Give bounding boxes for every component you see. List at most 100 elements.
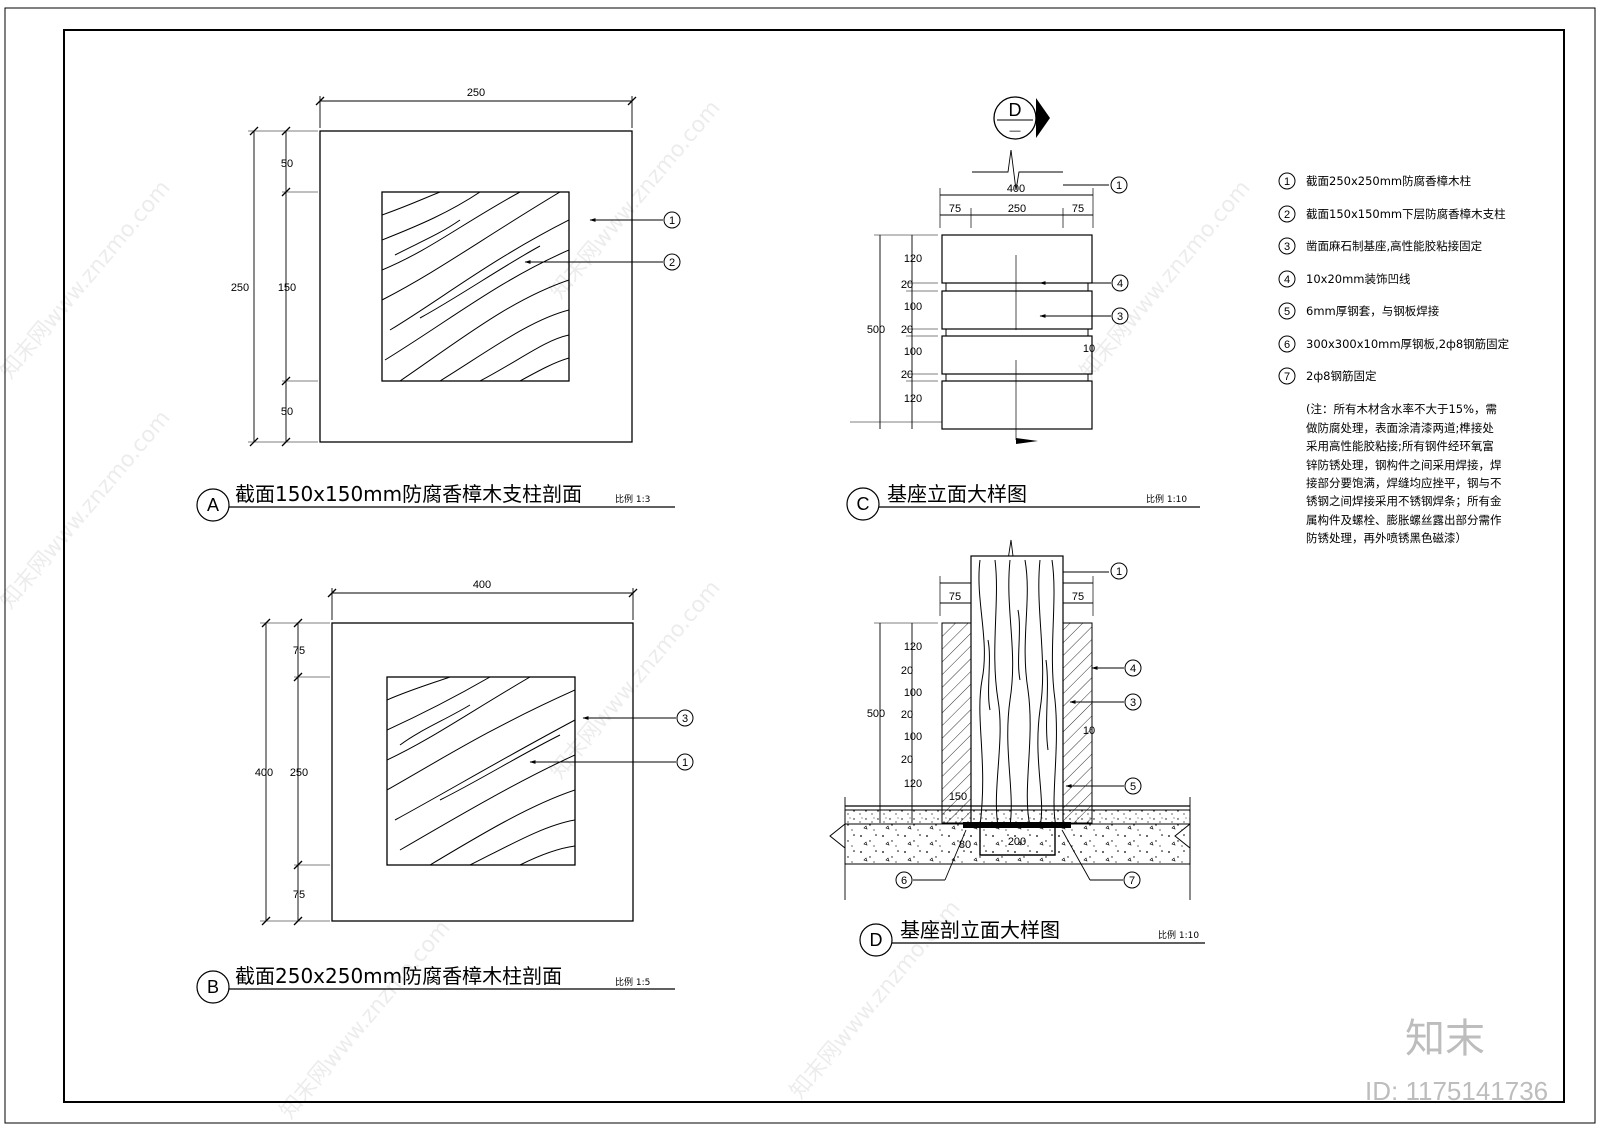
callout-number: 3 <box>682 713 688 725</box>
section-a: 250 250 50 150 50 1 2 A 截面150x150mm防腐香樟木… <box>196 87 681 522</box>
callout-number: 6 <box>901 875 907 887</box>
note-line: 锌防锈处理，钢构件之间采用焊接，焊 <box>1306 458 1502 472</box>
note-line: 接部分要饱满，焊缝均应挫平，钢与不 <box>1306 476 1502 490</box>
steel-plate <box>963 822 1071 828</box>
dim-label: 75 <box>1072 203 1084 215</box>
outer-border <box>4 7 1596 1124</box>
callout-number: 1 <box>1116 566 1122 578</box>
section-scale: 比例 1:5 <box>615 976 650 988</box>
stone-base-right <box>1062 622 1093 824</box>
section-scale: 比例 1:10 <box>1146 493 1187 505</box>
section-title: 截面250x250mm防腐香樟木柱剖面 <box>235 964 562 988</box>
inner-border <box>63 29 1565 1103</box>
watermark-text: 知末网www.znzmo.com <box>545 576 725 784</box>
callout-number: 2 <box>669 257 675 269</box>
legend-item: 6mm厚钢套，与钢板焊接 <box>1306 304 1440 318</box>
dim-label: 120 <box>904 393 922 405</box>
stone-base-left <box>941 622 972 824</box>
dim-label: 100 <box>904 687 922 699</box>
callout-number: 1 <box>669 215 675 227</box>
section-symbol-letter: D <box>1009 100 1022 120</box>
dim-label: 250 <box>1008 203 1026 215</box>
callout-marker <box>663 211 681 229</box>
dim-label: 100 <box>904 301 922 313</box>
section-d: 400 75 250 75 1 2 <box>829 539 1205 957</box>
section-symbol-sub: — <box>1010 125 1021 137</box>
dim-label: 20 <box>901 665 913 677</box>
section-letter: B <box>207 977 219 997</box>
callout-number: 4 <box>1117 278 1123 290</box>
dim-label: 10 <box>1083 725 1095 737</box>
dim-label: 250 <box>467 87 485 99</box>
dim-label: 400 <box>473 579 491 591</box>
dim-label: 20 <box>901 754 913 766</box>
dim-label: 75 <box>1072 591 1084 603</box>
legend-item: 凿面麻石制基座,高性能胶粘接固定 <box>1306 239 1483 253</box>
section-letter: A <box>207 495 219 515</box>
dim-label: 20 <box>901 369 913 381</box>
note-line: 采用高性能胶粘接;所有钢件经环氧富 <box>1306 439 1494 453</box>
callout-number: 4 <box>1130 663 1136 675</box>
legend-number: 4 <box>1284 274 1290 286</box>
dim-label: 250 <box>290 767 308 779</box>
notes: (注：所有木材含水率不大于15%，需 做防腐处理，表面涂清漆两道;榫接处 采用高… <box>1306 402 1502 545</box>
section-letter: D <box>870 930 883 950</box>
wood-column <box>970 555 1064 827</box>
section-b: 400 400 75 250 75 3 1 B 截面250x250mm防腐香樟木… <box>196 579 694 1004</box>
dim-label: 75 <box>293 889 305 901</box>
legend-number: 1 <box>1284 176 1290 188</box>
paving-layer <box>844 809 1191 825</box>
legend-item: 截面150x150mm下层防腐香樟木支柱 <box>1306 207 1506 221</box>
dim-label: 50 <box>281 158 293 170</box>
dim-label: 500 <box>867 708 885 720</box>
legend-number: 3 <box>1284 241 1290 253</box>
dim-label: 75 <box>949 203 961 215</box>
watermark-text: 知末网www.znzmo.com <box>275 916 455 1124</box>
dim-label: 10 <box>1083 343 1095 355</box>
watermark-text: 知末网www.znzmo.com <box>0 176 176 384</box>
legend-number: 5 <box>1284 306 1290 318</box>
watermark-id: ID: 1175141736 <box>1365 1076 1548 1106</box>
legend-item: 截面250x250mm防腐香樟木柱 <box>1306 174 1472 188</box>
note-line: 属构件及螺栓、膨胀螺丝露出部分需作 <box>1306 513 1502 527</box>
legend-number: 2 <box>1284 209 1290 221</box>
dim-label: 20 <box>901 709 913 721</box>
note-line: 锈钢之间焊接采用不锈钢焊条；所有金 <box>1306 494 1502 508</box>
section-title: 基座立面大样图 <box>887 482 1027 506</box>
legend-number: 6 <box>1284 339 1290 351</box>
callout-number: 3 <box>1130 697 1136 709</box>
section-scale: 比例 1:3 <box>615 493 650 505</box>
watermark-brand: 知末 <box>1405 1016 1485 1062</box>
dim-label: 400 <box>255 767 273 779</box>
callout-number: 3 <box>1117 311 1123 323</box>
callout-number: 1 <box>682 757 688 769</box>
dim-label: 150 <box>949 791 967 803</box>
dim-label: 400 <box>1007 183 1025 195</box>
callout-marker <box>663 253 681 271</box>
watermark-layer: 知末网www.znzmo.com 知末网www.znzmo.com 知末网www… <box>0 96 1256 1124</box>
section-letter: C <box>857 494 870 514</box>
callout-number: 7 <box>1129 875 1135 887</box>
section-scale: 比例 1:10 <box>1158 929 1199 941</box>
wood-core <box>381 191 570 382</box>
wood-grain <box>382 192 569 381</box>
callout-number: 1 <box>1116 180 1122 192</box>
legend-item: 300x300x10mm厚钢板,2ф8钢筋固定 <box>1306 337 1510 351</box>
dim-label: 200 <box>1008 836 1026 848</box>
legend-item: 10x20mm装饰凹线 <box>1306 272 1411 286</box>
dim-label: 120 <box>904 641 922 653</box>
dim-label: 120 <box>904 778 922 790</box>
section-title: 截面150x150mm防腐香樟木支柱剖面 <box>235 482 582 506</box>
dim-label: 120 <box>904 253 922 265</box>
note-line: 做防腐处理，表面涂清漆两道;榫接处 <box>1306 421 1494 435</box>
wood-grain <box>978 559 1057 827</box>
outer-square <box>319 130 633 443</box>
note-line: 防锈处理，再外喷锈黑色磁漆） <box>1306 531 1467 545</box>
note-line: (注：所有木材含水率不大于15%，需 <box>1306 402 1497 416</box>
callout-number: 5 <box>1130 781 1136 793</box>
section-c: D — 400 75 250 75 1 <box>846 96 1200 521</box>
watermark-text: 知末网www.znzmo.com <box>0 406 176 614</box>
section-letter-circle <box>196 488 230 522</box>
dim-label: 20 <box>901 279 913 291</box>
